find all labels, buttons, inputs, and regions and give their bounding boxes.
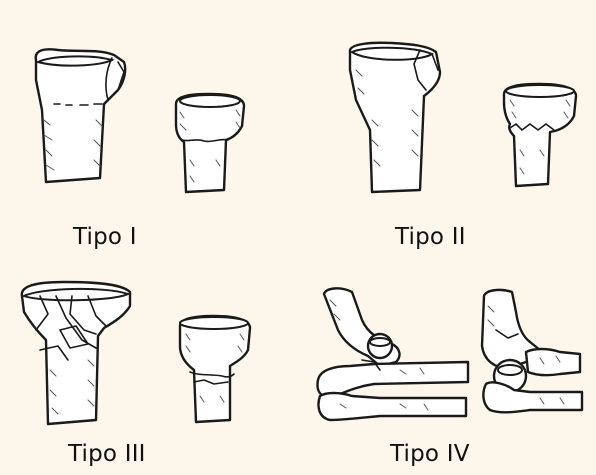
tipo-2-lateral-view [350, 43, 440, 192]
tipo-4-elbow-frontal [482, 290, 582, 412]
tipo-1-frontal-view [176, 94, 244, 192]
tipo-2-caption: Tipo II [395, 224, 466, 250]
tipo-2-frontal-view [504, 84, 576, 186]
tipo-1-lateral-view [36, 49, 125, 182]
tipo-4-elbow-lateral [317, 288, 468, 420]
tipo-1-caption: Tipo I [73, 224, 137, 250]
tipo-1-illustration [36, 49, 244, 192]
tipo-3-illustration [22, 282, 250, 424]
tipo-3-caption: Tipo III [68, 441, 146, 467]
tipo-4-illustration [317, 288, 582, 420]
tipo-2-illustration [350, 43, 576, 192]
tipo-3-lateral-view [22, 282, 130, 424]
tipo-4-caption: Tipo IV [390, 441, 470, 467]
tipo-3-frontal-view [180, 316, 250, 422]
